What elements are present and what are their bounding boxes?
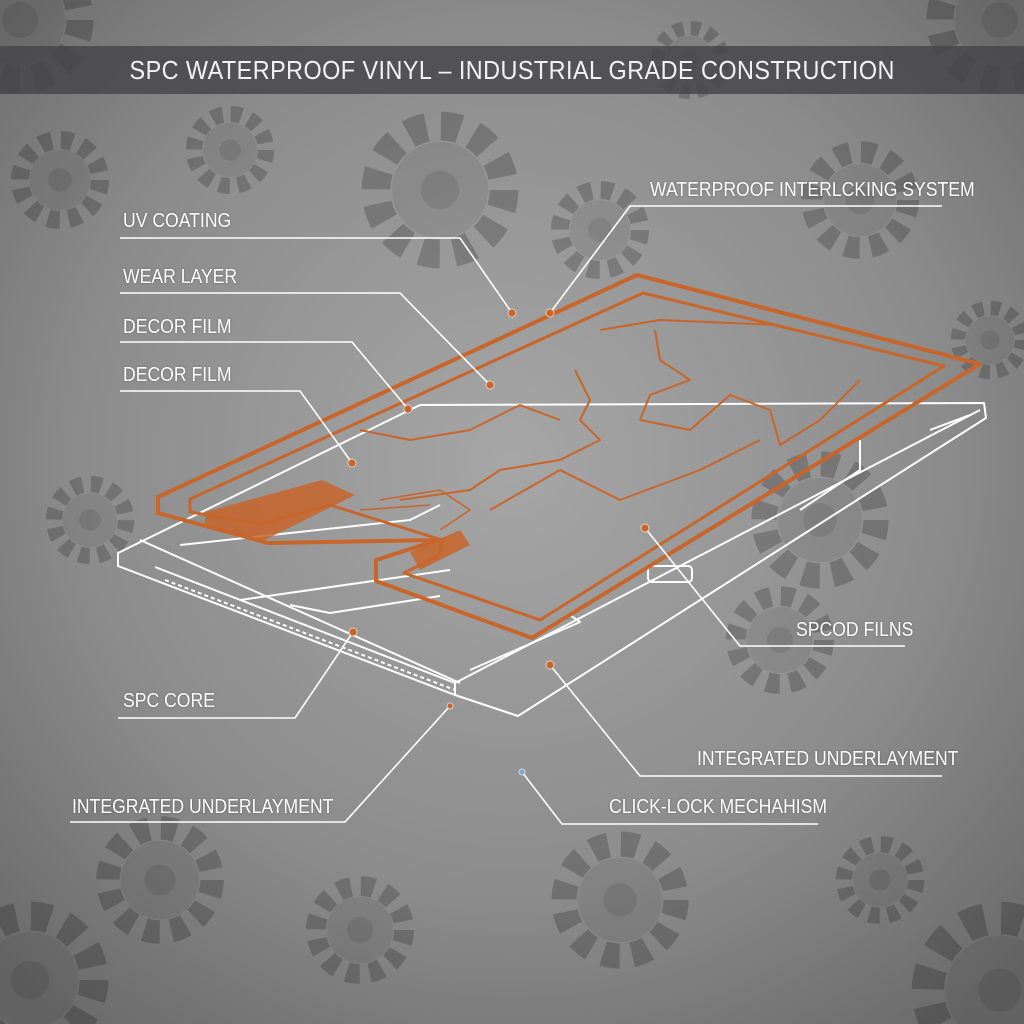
label-click-lock: CLICK-LOCK MECHAHISM: [609, 796, 828, 818]
page-title: SPC WATERPROOF VINYL – INDUSTRIAL GRADE …: [129, 54, 895, 85]
leader-lines: [70, 205, 942, 825]
label-underlayment-right: INTEGRATED UNDERLAYMENT: [697, 748, 959, 770]
label-uv-coating: UV COATING: [123, 210, 232, 232]
wear-layer-outline: [156, 273, 982, 640]
label-decor-film-2: DECOR FILM: [123, 364, 232, 386]
label-wear-layer: WEAR LAYER: [123, 266, 238, 288]
callout-points: [347, 308, 650, 776]
label-spc-core: SPC CORE: [123, 690, 215, 712]
title-bar: SPC WATERPROOF VINYL – INDUSTRIAL GRADE …: [0, 46, 1024, 94]
label-spcod-films: SPCOD FILNS: [796, 619, 914, 641]
label-interlocking-system: WATERPROOF INTERLCKING SYSTEM: [650, 179, 975, 201]
label-decor-film-1: DECOR FILM: [123, 316, 232, 338]
label-underlayment-left: INTEGRATED UNDERLAYMENT: [72, 796, 334, 818]
spc-core-outline: [117, 402, 987, 717]
